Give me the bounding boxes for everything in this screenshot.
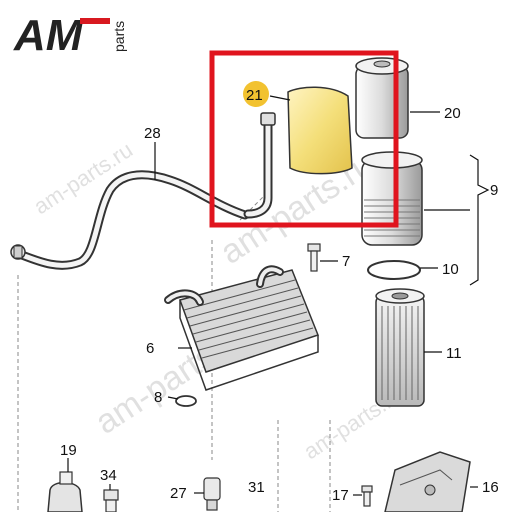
callout-6[interactable]: 6 — [146, 340, 154, 357]
part-27-sender — [203, 477, 221, 511]
part-17-bolt — [361, 485, 373, 507]
part-6-oil-cooler — [164, 265, 319, 391]
callout-31[interactable]: 31 — [248, 479, 265, 496]
callout-28[interactable]: 28 — [144, 125, 161, 142]
part-11-filter — [375, 288, 425, 407]
part-28-hose — [10, 170, 250, 270]
callout-10[interactable]: 10 — [442, 261, 459, 278]
part-9-housing — [361, 151, 423, 246]
callout-8[interactable]: 8 — [154, 389, 162, 406]
callout-21[interactable]: 21 — [246, 87, 263, 104]
callout-7[interactable]: 7 — [342, 253, 350, 270]
callout-19[interactable]: 19 — [60, 442, 77, 459]
part-10-oring — [367, 260, 421, 280]
part-16-bracket — [384, 451, 471, 512]
callout-34[interactable]: 34 — [100, 467, 117, 484]
part-21-pipe — [243, 112, 276, 219]
callout-17[interactable]: 17 — [332, 487, 349, 504]
logo-sub: parts — [111, 21, 127, 52]
part-34-fitting — [103, 489, 119, 512]
part-19-sensor — [47, 471, 83, 512]
logo-main: AM — [13, 11, 84, 60]
part-20-cap — [355, 57, 409, 139]
callout-badge-21 — [243, 81, 269, 107]
logo-text: AM — [13, 11, 84, 60]
highlight-frame — [209, 50, 399, 228]
callout-9[interactable]: 9 — [490, 182, 498, 199]
callout-20[interactable]: 20 — [444, 105, 461, 122]
am-parts-logo: AM parts — [13, 11, 127, 60]
part-21-seal — [287, 86, 353, 175]
logo-accent — [80, 18, 110, 24]
part-8-oring — [175, 395, 197, 407]
callout-11[interactable]: 11 — [446, 345, 462, 362]
callout-27[interactable]: 27 — [170, 485, 187, 502]
part-7-bolt — [307, 243, 321, 272]
leader-lines — [67, 95, 490, 496]
callout-16[interactable]: 16 — [482, 479, 499, 496]
